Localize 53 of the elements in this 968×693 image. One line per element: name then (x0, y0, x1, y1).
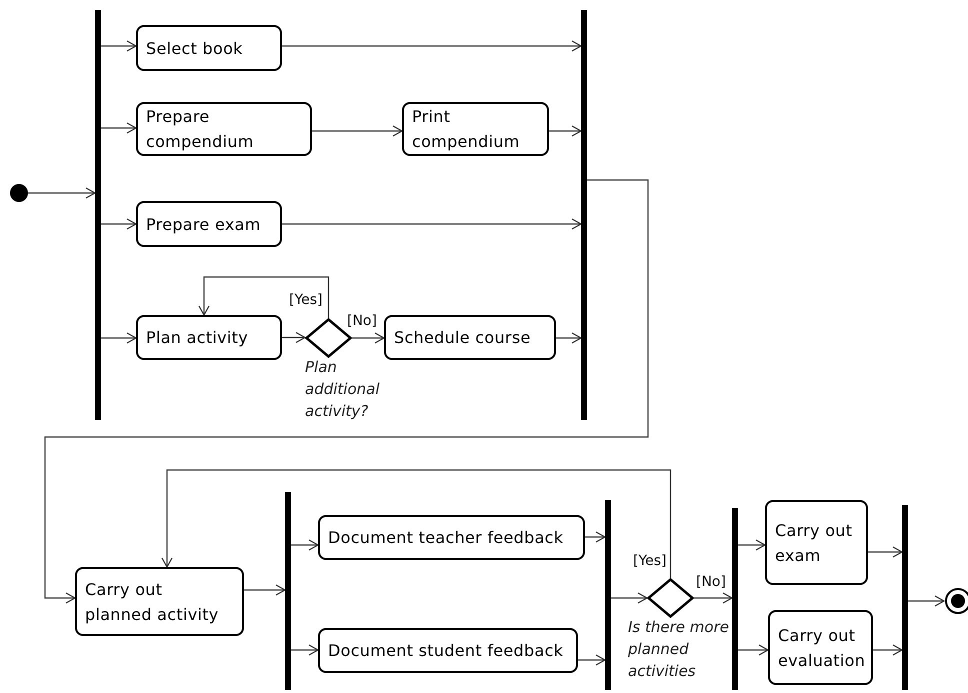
sync-bar (285, 492, 291, 690)
arrow (738, 644, 769, 656)
action-box: Carry out exam (765, 500, 868, 585)
sync-bar (605, 500, 611, 690)
arrow (101, 122, 137, 134)
sync-bar (732, 508, 738, 690)
edge-label: [No] (346, 313, 378, 329)
action-box: Prepare compendium (136, 102, 312, 156)
arrow (101, 218, 137, 230)
arrow (578, 654, 606, 666)
arrow (738, 539, 766, 551)
decision-label: Is there more planned activities (628, 617, 730, 682)
arrow (312, 125, 403, 137)
arrow (585, 531, 606, 543)
decision-diamond (647, 578, 694, 618)
arrow (291, 539, 319, 551)
arrow (101, 40, 137, 52)
arrow (549, 125, 582, 137)
arrow (28, 187, 96, 199)
action-box: Prepare exam (136, 201, 282, 247)
arrow (244, 584, 286, 596)
action-box: Carry out evaluation (768, 610, 873, 685)
action-box: Schedule course (384, 315, 556, 360)
sync-bar (902, 505, 908, 690)
action-box: Plan activity (136, 315, 282, 360)
arrow (198, 276, 330, 318)
sync-bar (95, 10, 101, 420)
action-box: Document student feedback (318, 628, 578, 673)
edge-label: [Yes] (288, 292, 324, 308)
arrow (291, 644, 319, 656)
action-box: Print compendium (402, 102, 549, 156)
arrow (868, 546, 903, 558)
arrow (161, 469, 672, 578)
edge-label: [No] (695, 574, 727, 590)
edge-label: [Yes] (632, 553, 668, 569)
arrow (282, 218, 582, 230)
action-box: Carry out planned activity (75, 567, 244, 636)
decision-label: Plan additional activity? (305, 357, 380, 422)
arrow (44, 179, 649, 604)
arrow (611, 592, 648, 604)
final-node (944, 587, 968, 615)
arrow (282, 332, 306, 344)
arrow (352, 332, 385, 344)
arrow (556, 332, 582, 344)
arrow (908, 595, 945, 607)
action-box: Select book (136, 25, 282, 71)
arrow (101, 332, 137, 344)
sync-bar (581, 10, 587, 420)
arrow (282, 40, 582, 52)
action-box: Document teacher feedback (318, 515, 585, 560)
initial-node (10, 184, 28, 202)
arrow (694, 592, 733, 604)
arrow (873, 644, 903, 656)
